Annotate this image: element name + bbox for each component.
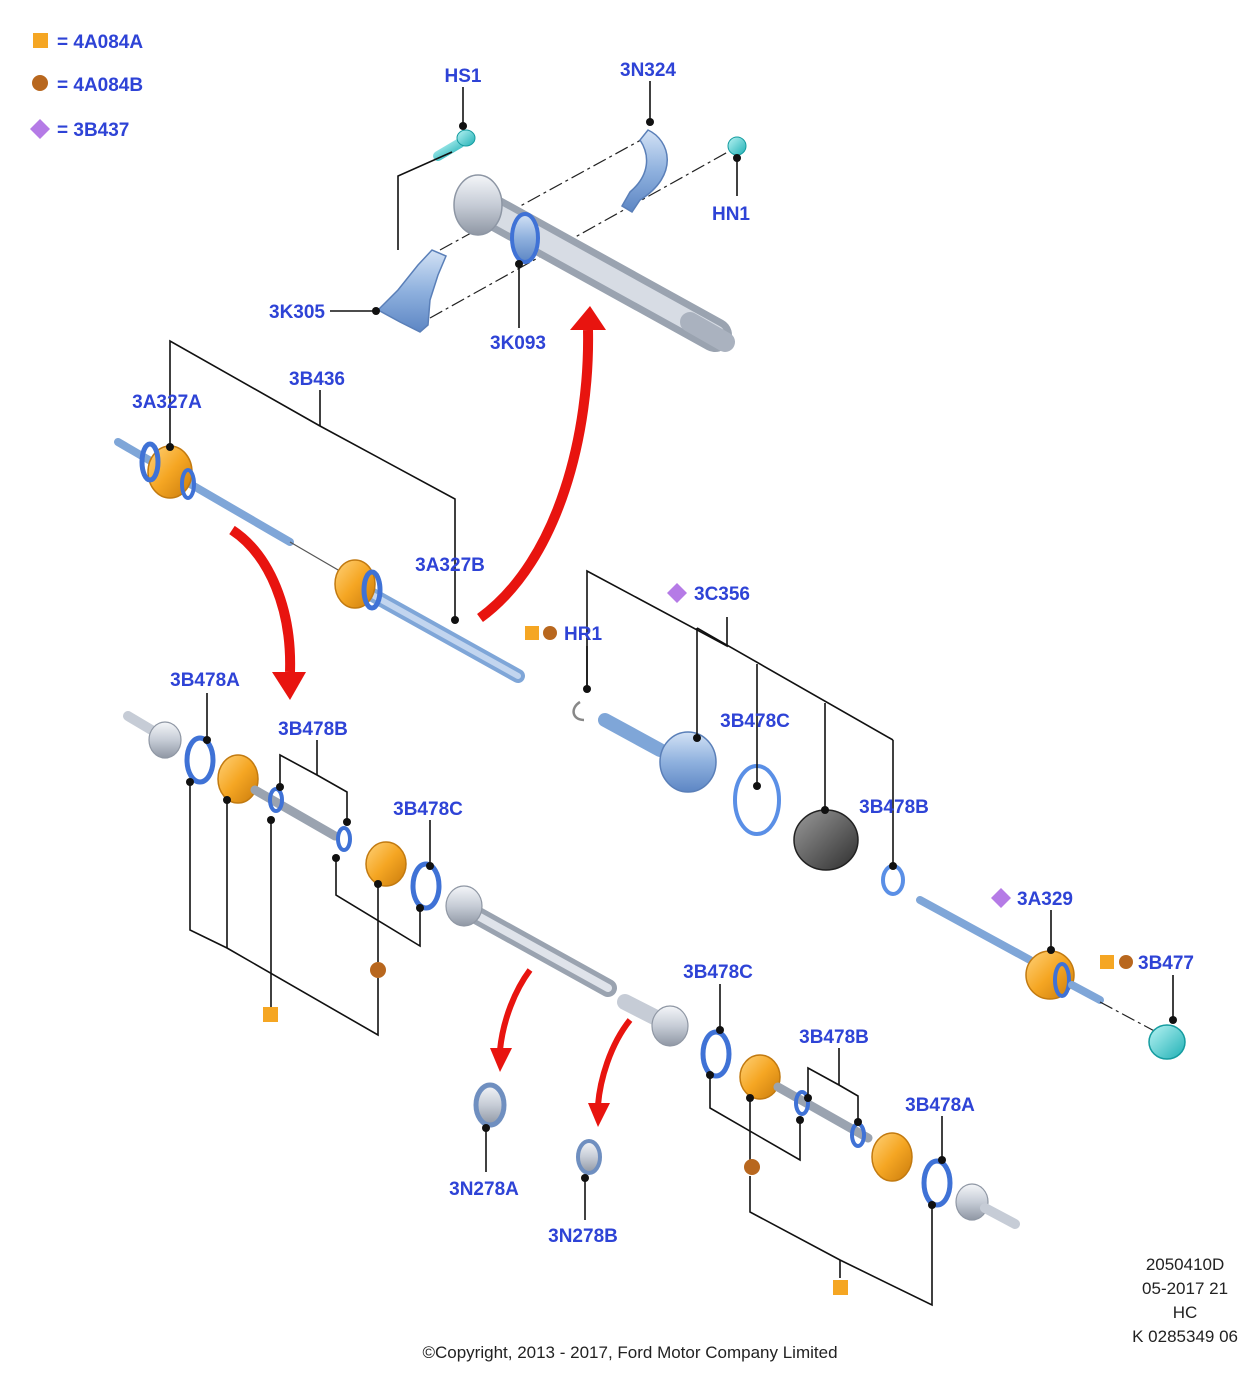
- label-hn1: HN1: [712, 204, 750, 225]
- brown-circle-icon: [744, 1159, 760, 1175]
- drawing-number: 2050410D: [1145, 1255, 1225, 1274]
- legend: = 4A084A = 4A084B = 3B437: [30, 32, 143, 141]
- legend-entry-4a084a: = 4A084A: [57, 32, 143, 53]
- drawing-date: 05-2017 21: [1142, 1279, 1229, 1298]
- tripod-housing-part: [659, 731, 717, 793]
- label-hs1: HS1: [445, 66, 482, 87]
- drawing-reference-block: 2050410D 05-2017 21 HC K 0285349 06: [1132, 1253, 1238, 1349]
- clamp-3b478a-left: [184, 735, 216, 785]
- arrow-down-3n278b-icon: [595, 1018, 633, 1106]
- label-3b478b-left: 3B478B: [278, 719, 348, 740]
- boot-middle-inner-part: [739, 1054, 781, 1100]
- bearing-cap-part: [620, 129, 668, 214]
- intermediate-shaft-group: HS1 3N324 HN1 3K305 3K093: [269, 60, 750, 354]
- clamp-3b478c-middle: [700, 1029, 732, 1079]
- orange-square-icon: [1100, 955, 1114, 969]
- hub-nut-3b477-part: [1148, 1024, 1186, 1060]
- boot-3c356-part: [793, 809, 859, 871]
- label-3b478b-right: 3B478B: [859, 797, 929, 818]
- boot-left-inner-part: [365, 841, 407, 887]
- arrow-up-icon: [477, 329, 594, 623]
- label-3n278b: 3N278B: [548, 1226, 618, 1247]
- label-3b478a-left: 3B478A: [170, 670, 240, 691]
- halfshaft-lower-left-group: 3B478A 3B478B 3B478C: [123, 670, 617, 1037]
- orange-square-icon: [263, 1007, 278, 1022]
- orange-square-icon: [525, 626, 539, 640]
- bolt-hs1-part: [433, 129, 476, 161]
- brown-circle-icon: [1119, 955, 1133, 969]
- clamp-3b478c-left: [410, 861, 442, 911]
- arrow-down-left-icon: [229, 525, 296, 673]
- orange-square-icon: [33, 33, 48, 48]
- halfshaft-lower-right-group: 3B478C 3B478B 3B478A: [617, 962, 1020, 1307]
- intermediate-shaft-part: [453, 174, 735, 352]
- purple-diamond-icon: [991, 888, 1011, 908]
- label-3a327b: 3A327B: [415, 555, 485, 576]
- drawing-code: HC: [1172, 1303, 1198, 1322]
- clamp-3b478a-middle: [921, 1158, 953, 1208]
- label-3n278a: 3N278A: [449, 1179, 519, 1200]
- retaining-ring-hr1-part: [572, 700, 585, 722]
- brown-circle-icon: [32, 75, 48, 91]
- arrow-down-3n278a-icon: [497, 968, 533, 1051]
- red-arrows: [229, 306, 633, 1127]
- label-hr1: HR1: [564, 624, 602, 645]
- purple-diamond-icon: [30, 119, 50, 139]
- seal-3n278a-part: [473, 1082, 507, 1128]
- label-3b478a-middle: 3B478A: [905, 1095, 975, 1116]
- halfshaft-3b436-group: 3B436 3A327A 3A327B: [114, 339, 525, 683]
- label-3c356: 3C356: [694, 584, 750, 605]
- halfshaft-right-group: 3C356 HR1 3B478C 3B478B 3A329 3B477: [525, 569, 1194, 1060]
- brown-circle-icon: [543, 626, 557, 640]
- label-3b477: 3B477: [1138, 953, 1194, 974]
- label-3a327a: 3A327A: [132, 392, 202, 413]
- label-3b436: 3B436: [289, 369, 345, 390]
- label-3a329: 3A329: [1017, 889, 1073, 910]
- label-3n324: 3N324: [620, 60, 676, 81]
- label-3b478c-right: 3B478C: [720, 711, 790, 732]
- brown-circle-icon: [370, 962, 386, 978]
- boot-middle-outer-part: [871, 1132, 913, 1182]
- bearing-bracket-part: [376, 249, 447, 333]
- drawing-id: K 0285349 06: [1132, 1327, 1238, 1346]
- label-3b478b-middle: 3B478B: [799, 1027, 869, 1048]
- label-3k305: 3K305: [269, 302, 325, 323]
- copyright-notice: ©Copyright, 2013 - 2017, Ford Motor Comp…: [422, 1343, 838, 1362]
- seals-group: 3N278A 3N278B: [449, 1082, 618, 1247]
- purple-diamond-icon: [667, 583, 687, 603]
- boot-left-outer-part: [217, 754, 259, 804]
- orange-square-icon: [833, 1280, 848, 1295]
- label-3b478c-left: 3B478C: [393, 799, 463, 820]
- seal-3n278b-part: [576, 1139, 602, 1175]
- legend-entry-3b437: = 3B437: [57, 120, 129, 141]
- label-3k093: 3K093: [490, 333, 546, 354]
- label-3b478c-middle: 3B478C: [683, 962, 753, 983]
- legend-entry-4a084b: = 4A084B: [57, 75, 143, 96]
- nut-hn1-part: [727, 136, 747, 156]
